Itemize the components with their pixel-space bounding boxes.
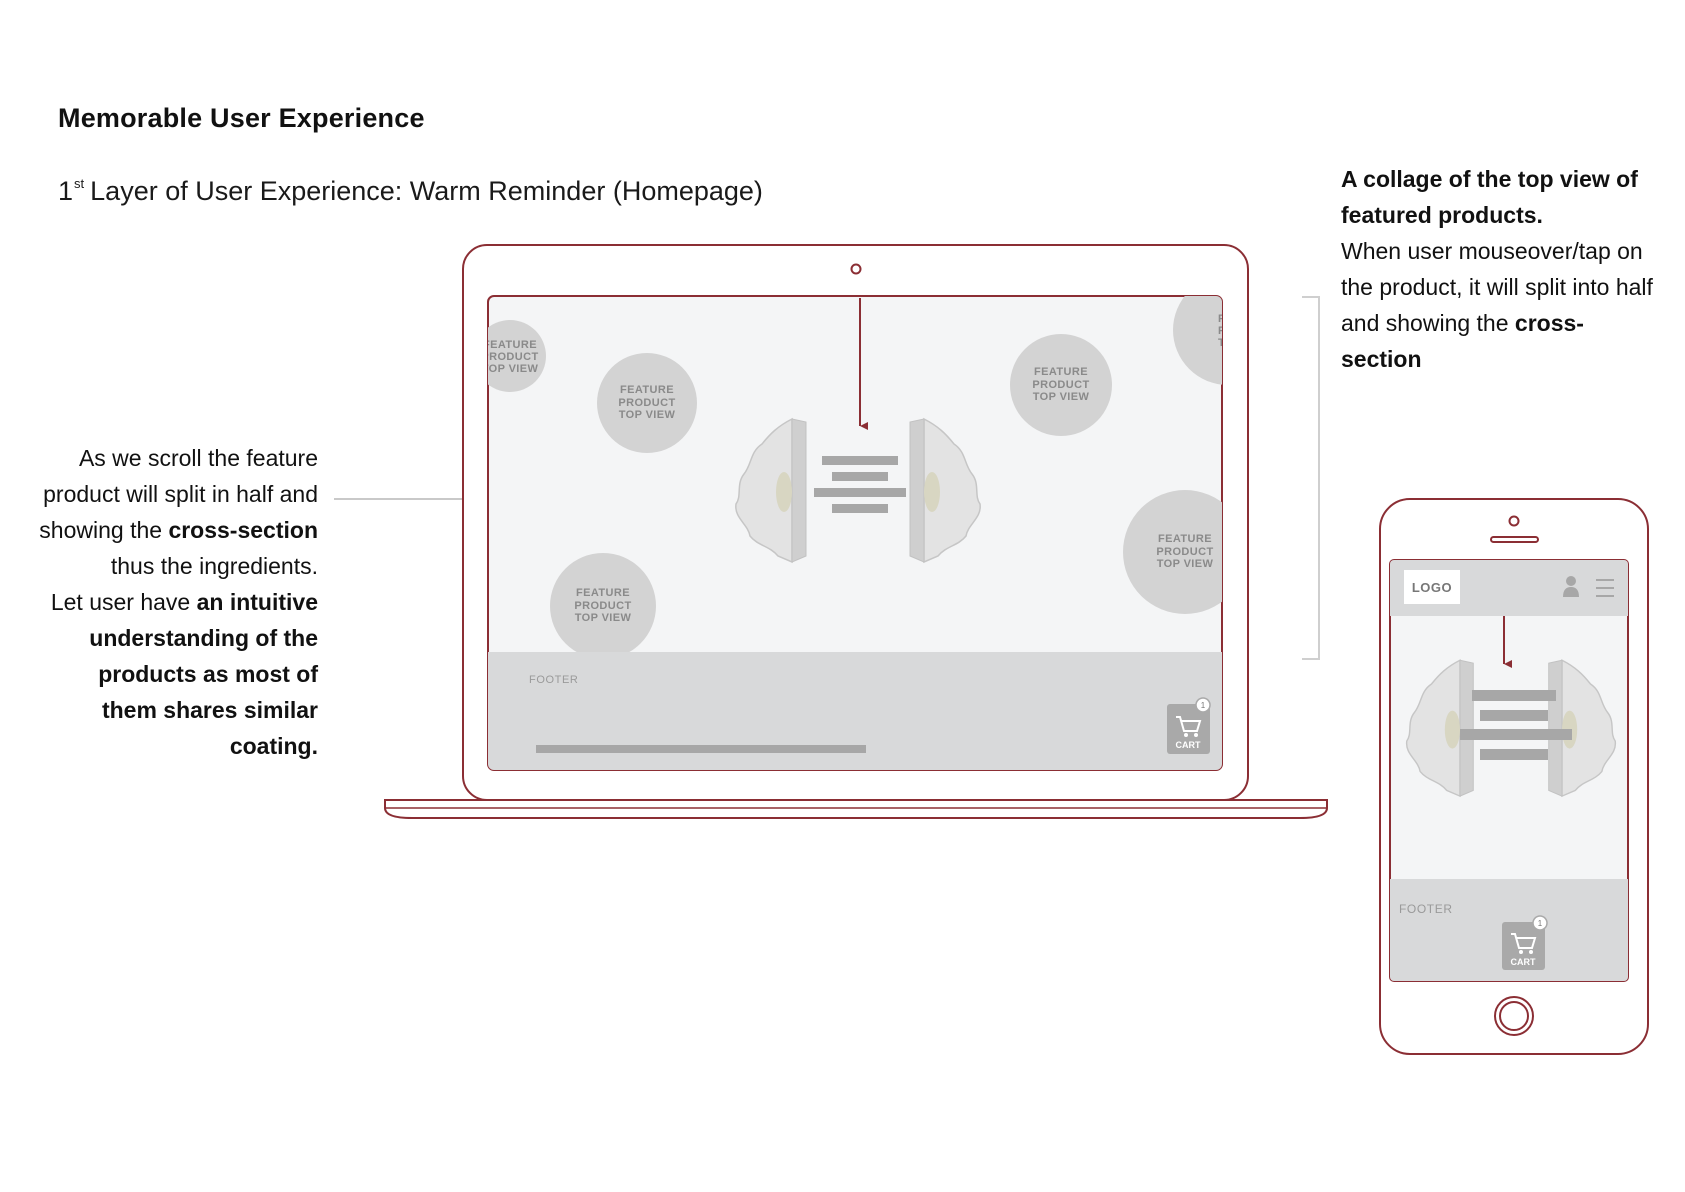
left-note-bold-2: an intuitive understanding of the produc… <box>89 589 318 759</box>
phone-speaker <box>1490 536 1539 543</box>
feature-label-line: FEATURE <box>620 384 674 396</box>
phone-camera <box>1508 515 1520 527</box>
left-note-text-2: thus the ingredients. <box>110 553 318 579</box>
ingredient-bar <box>814 488 906 497</box>
feature-product-circle[interactable]: FEATURE PRODUCT TOP VIEW <box>1123 490 1247 614</box>
ingredient-bar <box>832 472 888 481</box>
subtitle: 1st Layer of User Experience: Warm Remind… <box>58 176 763 207</box>
feature-product-circle[interactable]: FEATURE PRODUCT TOP VIEW <box>550 553 656 659</box>
ingredient-bar <box>1480 749 1548 760</box>
feature-label-line: PRODUCT <box>618 397 675 409</box>
cart-count-badge <box>1532 915 1548 931</box>
feature-product-circle[interactable]: FEATURE PRODUCT TOP VIEW <box>1173 275 1283 385</box>
split-product-cross-section[interactable] <box>735 418 981 563</box>
laptop-base <box>384 799 1328 819</box>
ingredient-bar <box>1480 710 1548 721</box>
phone-cart-count: 1 <box>1538 919 1543 928</box>
ingredient-bar <box>822 456 898 465</box>
feature-label-line: TOP VIEW <box>1157 558 1214 570</box>
feature-label-line: TOP VIEW <box>575 612 632 624</box>
right-annotation: A collage of the top view of featured pr… <box>1341 161 1661 377</box>
feature-product-circle[interactable]: FEATURE PRODUCT TOP VIEW <box>597 353 697 453</box>
phone-cart-button[interactable]: CART 1 <box>1502 915 1548 970</box>
phone-split-product-cross-section[interactable] <box>1405 659 1617 797</box>
feature-label-line: TOP VIEW <box>1033 391 1090 403</box>
right-note-text: When user mouseover/tap on the product, … <box>1341 238 1653 336</box>
feature-label-line: TOP VIEW <box>619 409 676 421</box>
phone-cart-label: CART <box>1511 957 1536 967</box>
left-note-text-1: As we scroll the feature product will sp… <box>39 445 318 543</box>
feature-label-line: FEATURE <box>1034 366 1088 378</box>
cart-icon <box>1511 933 1537 954</box>
cart-icon <box>1176 716 1202 737</box>
feature-product-circle[interactable]: FEATURE PRODUCT TOP VIEW <box>1010 334 1112 436</box>
laptop-cart-button[interactable]: CART 1 <box>1167 697 1211 754</box>
left-note-text-3: Let user have <box>50 589 197 615</box>
phone-logo-text: LOGO <box>1412 580 1452 595</box>
phone-home-button-inner <box>1499 1001 1529 1031</box>
ingredient-bar <box>1472 690 1556 701</box>
laptop-footer-bar <box>536 745 866 753</box>
phone-footer-label: FOOTER <box>1399 902 1453 916</box>
laptop-device: FEATURE PRODUCT TOP VIEW FEATURE PRODUCT… <box>384 244 1328 819</box>
feature-label-line: FEATURE <box>576 587 630 599</box>
right-note-bold: A collage of the top view of featured pr… <box>1341 166 1638 228</box>
subtitle-number: 1 <box>58 176 74 206</box>
feature-label-line: PRODUCT <box>1218 325 1275 337</box>
user-icon[interactable] <box>1563 576 1579 597</box>
feature-label-line: TOP VIEW <box>1218 337 1275 349</box>
feature-label-line: FEATURE <box>1158 533 1212 545</box>
right-note-bold-end: cross-section <box>1341 310 1584 372</box>
feature-label-line: FEATURE <box>1218 313 1272 325</box>
page-title: Memorable User Experience <box>58 103 425 133</box>
cart-count-badge <box>1195 697 1211 713</box>
feature-label-line: PRODUCT <box>1032 379 1089 391</box>
feature-label-line: PRODUCT <box>574 600 631 612</box>
subtitle-superscript: st <box>74 176 85 191</box>
laptop-footer-label: FOOTER <box>529 674 578 686</box>
left-annotation: As we scroll the feature product will sp… <box>38 440 318 764</box>
feature-label-line: TOP VIEW <box>482 363 539 375</box>
phone-device: LOGO FOOTER <box>1379 498 1649 1055</box>
right-bracket <box>1302 296 1320 660</box>
feature-label-line: PRODUCT <box>1156 546 1213 558</box>
feature-label-line: PRODUCT <box>481 351 538 363</box>
feature-label-line: FEATURE <box>483 339 537 351</box>
ingredient-bar <box>832 504 888 513</box>
menu-icon[interactable] <box>1596 579 1614 597</box>
subtitle-text: Layer of User Experience: Warm Reminder … <box>90 176 763 206</box>
laptop-camera <box>850 263 862 275</box>
laptop-cart-count: 1 <box>1201 701 1206 710</box>
feature-product-circle[interactable]: FEATURE PRODUCT TOP VIEW <box>474 320 546 392</box>
phone-home-button[interactable] <box>1494 996 1534 1036</box>
phone-logo[interactable]: LOGO <box>1404 570 1460 604</box>
left-note-bold-1: cross-section <box>168 517 318 543</box>
laptop-cart-label: CART <box>1176 740 1201 750</box>
ingredient-bar <box>1460 729 1572 740</box>
